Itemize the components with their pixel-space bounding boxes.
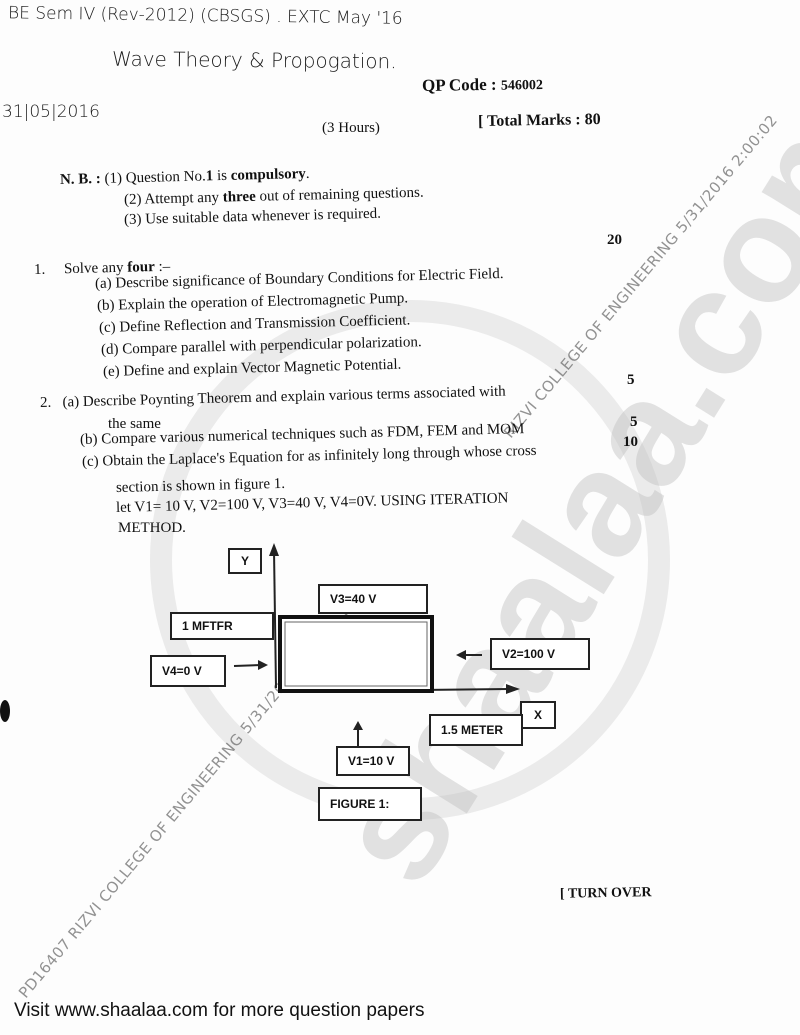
- v2-label: V2=100 V: [490, 638, 590, 670]
- handwritten-date: 31|05|2016: [2, 102, 100, 122]
- q2-part-c-line4: METHOD.: [118, 520, 186, 536]
- turn-over: [ TURN OVER: [559, 885, 652, 902]
- v3-label: V3=40 V: [318, 584, 428, 614]
- figure-caption: FIGURE 1:: [318, 787, 422, 821]
- y-axis-label: Y: [228, 548, 262, 574]
- x-axis-arrow-icon: [506, 684, 520, 694]
- v1-label: V1=10 V: [336, 746, 410, 776]
- v1-arrow-icon: [353, 721, 363, 730]
- footer-text: Visit www.shaalaa.com for more question …: [14, 1000, 425, 1021]
- v2-arrow-icon: [456, 650, 466, 660]
- exam-duration: (3 Hours): [322, 120, 380, 136]
- y-axis-arrow-icon: [269, 543, 279, 556]
- scan-smudge: [0, 700, 10, 722]
- height-label: 1 MFTFR: [170, 612, 274, 640]
- q2-part-a-cont: the same: [108, 416, 161, 432]
- width-label: 1.5 METER: [429, 714, 523, 746]
- q2b-marks: 5: [630, 414, 638, 430]
- q2c-marks: 10: [623, 434, 638, 450]
- q1-marks: 20: [607, 232, 622, 248]
- x-axis-label: X: [520, 701, 556, 729]
- v4-label: V4=0 V: [150, 655, 226, 687]
- q2a-marks: 5: [627, 372, 635, 388]
- v4-arrow-icon: [258, 660, 268, 670]
